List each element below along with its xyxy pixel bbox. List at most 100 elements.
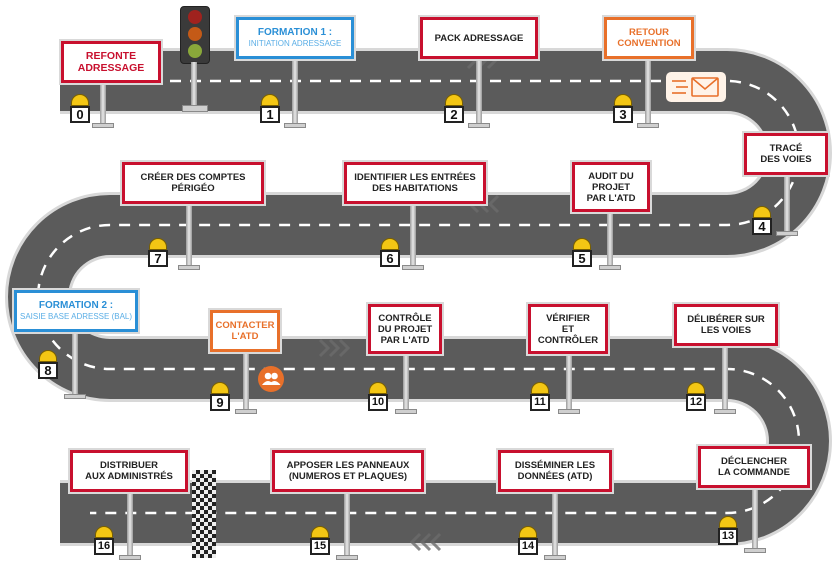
step-number: 3 bbox=[613, 106, 633, 123]
sign-pole-base bbox=[336, 555, 358, 560]
marker-dome bbox=[573, 238, 591, 250]
step-number: 7 bbox=[148, 250, 168, 267]
traffic-light-pole bbox=[191, 62, 197, 106]
step-label-line: PROJET bbox=[591, 181, 630, 193]
step-number: 0 bbox=[70, 106, 90, 123]
step-label-line: (NUMEROS ET PLAQUES) bbox=[288, 471, 408, 482]
sign-pole bbox=[784, 175, 790, 231]
step-number: 13 bbox=[718, 528, 738, 545]
step-label-line: PAR L'ATD bbox=[380, 334, 430, 346]
step-marker-11: 11 bbox=[530, 382, 550, 411]
sign-pole-base bbox=[284, 123, 306, 128]
step-marker-0: 0 bbox=[70, 94, 90, 123]
sign-pole-base bbox=[92, 123, 114, 128]
step-label-line: CONTACTER bbox=[215, 320, 275, 331]
marker-dome bbox=[381, 238, 399, 250]
step-label-line: L'ATD bbox=[231, 331, 259, 342]
step-label-line: RETOUR bbox=[629, 27, 669, 38]
sign-pole bbox=[476, 59, 482, 123]
sign-pole bbox=[344, 492, 350, 555]
marker-dome bbox=[71, 94, 89, 106]
step-sign-15: APPOSER LES PANNEAUX(NUMEROS ET PLAQUES) bbox=[272, 450, 424, 492]
marker-dome bbox=[531, 382, 549, 394]
sign-pole bbox=[410, 204, 416, 265]
step-label-line: VÉRIFIER bbox=[546, 312, 590, 324]
step-label-line: CONTRÔLER bbox=[537, 334, 599, 346]
step-marker-10: 10 bbox=[368, 382, 388, 411]
step-sign-8: FORMATION 2 :SAISIE BASE ADRESSE (BAL) bbox=[14, 290, 138, 332]
sign-pole bbox=[243, 352, 249, 409]
marker-dome bbox=[445, 94, 463, 106]
step-label-line: DES HABITATIONS bbox=[372, 183, 458, 194]
sign-pole bbox=[722, 346, 728, 409]
step-marker-2: 2 bbox=[444, 94, 464, 123]
step-label-line: CONTRÔLE bbox=[378, 312, 432, 324]
step-label-line: FORMATION 2 : bbox=[38, 300, 114, 311]
marker-dome bbox=[261, 94, 279, 106]
step-number: 9 bbox=[210, 394, 230, 411]
sign-pole-base bbox=[178, 265, 200, 270]
step-label-line: REFONTE bbox=[85, 50, 137, 62]
marker-dome bbox=[687, 382, 705, 394]
step-marker-1: 1 bbox=[260, 94, 280, 123]
step-number: 10 bbox=[368, 394, 388, 411]
step-number: 12 bbox=[686, 394, 706, 411]
sign-pole bbox=[127, 492, 133, 555]
marker-dome bbox=[149, 238, 167, 250]
step-sign-1: FORMATION 1 :INITIATION ADRESSAGE bbox=[236, 17, 354, 59]
step-label-line: TRACÉ bbox=[769, 143, 803, 154]
step-marker-4: 4 bbox=[752, 206, 772, 235]
sign-pole bbox=[607, 212, 613, 265]
step-label-line: CONVENTION bbox=[617, 38, 681, 49]
step-number: 8 bbox=[38, 362, 58, 379]
step-label-line: DISTRIBUER bbox=[99, 460, 159, 471]
marker-dome bbox=[311, 526, 329, 538]
step-label-line: DÉCLENCHER bbox=[721, 456, 787, 467]
step-label-line: PAR L'ATD bbox=[586, 192, 636, 204]
step-sign-2: PACK ADRESSAGE bbox=[420, 17, 538, 59]
step-marker-6: 6 bbox=[380, 238, 400, 267]
marker-dome bbox=[753, 206, 771, 218]
step-marker-7: 7 bbox=[148, 238, 168, 267]
step-label-line: CRÉER DES COMPTES bbox=[140, 172, 246, 183]
marker-dome bbox=[39, 350, 57, 362]
step-marker-8: 8 bbox=[38, 350, 58, 379]
step-label-line: DU PROJET bbox=[377, 323, 433, 335]
step-marker-3: 3 bbox=[613, 94, 633, 123]
sign-pole-base bbox=[776, 231, 798, 236]
step-label-line: ET bbox=[561, 323, 575, 335]
step-marker-13: 13 bbox=[718, 516, 738, 545]
sign-pole-base bbox=[402, 265, 424, 270]
sign-pole bbox=[403, 354, 409, 409]
step-number: 5 bbox=[572, 250, 592, 267]
checkered-flag-icon bbox=[192, 470, 216, 558]
sign-pole-base bbox=[744, 548, 766, 553]
step-label-line: LA COMMANDE bbox=[718, 467, 790, 478]
marker-dome bbox=[614, 94, 632, 106]
step-marker-15: 15 bbox=[310, 526, 330, 555]
sign-pole-base bbox=[544, 555, 566, 560]
sign-pole bbox=[100, 83, 106, 123]
sign-pole-base bbox=[235, 409, 257, 414]
step-number: 1 bbox=[260, 106, 280, 123]
step-marker-16: 16 bbox=[94, 526, 114, 555]
step-number: 15 bbox=[310, 538, 330, 555]
step-number: 6 bbox=[380, 250, 400, 267]
step-number: 4 bbox=[752, 218, 772, 235]
step-label-line: DISSÉMINER LES bbox=[514, 460, 596, 471]
step-label-line: DES VOIES bbox=[760, 154, 812, 165]
step-label-line: SAISIE BASE ADRESSE (BAL) bbox=[19, 312, 133, 321]
sign-pole bbox=[566, 354, 572, 409]
step-label-line: DONNÉES (ATD) bbox=[517, 471, 593, 482]
sign-pole bbox=[645, 59, 651, 123]
